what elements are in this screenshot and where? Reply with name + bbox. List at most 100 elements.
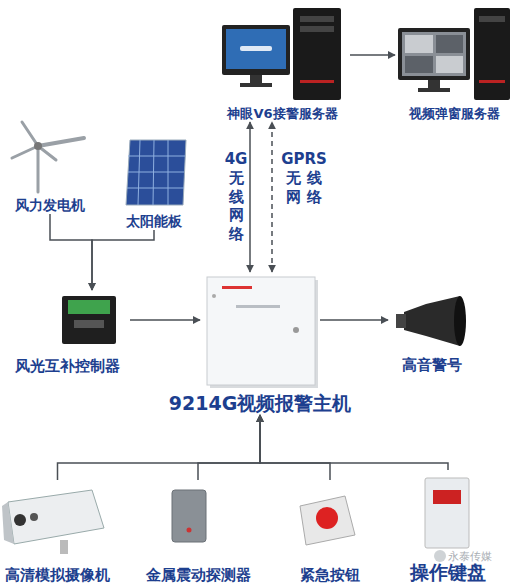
server-monitor: [222, 25, 290, 87]
detector-case: [172, 490, 206, 542]
connector: [50, 214, 92, 290]
turbine-pole: [37, 146, 40, 192]
button-base: [300, 496, 355, 545]
monitor-frame: [398, 28, 470, 80]
node-label: 操作键盘: [393, 561, 503, 584]
popup-monitor: [398, 28, 470, 92]
server-tower: [293, 8, 341, 100]
device-node: 紧急按钮: [285, 480, 375, 584]
drive-bay: [300, 26, 334, 32]
horn-mount: [396, 314, 406, 328]
device-node: 操作键盘: [393, 470, 503, 584]
wind-turbine: [12, 122, 84, 192]
device-node: 太阳能板: [118, 134, 190, 230]
video-tile: [405, 56, 433, 73]
button-cap: [316, 507, 338, 529]
vibration-detector: [172, 490, 206, 542]
edge-label: 4G 无 线 网 络: [224, 150, 248, 244]
keypad-case: [425, 478, 469, 548]
host-marking: [236, 305, 280, 308]
controller: [62, 296, 116, 344]
watermark: 永泰传媒: [448, 549, 492, 564]
turbine-blade: [12, 146, 38, 158]
connector: [260, 415, 330, 480]
camera-bracket: [60, 540, 68, 554]
connector: [198, 415, 260, 480]
tower-case: [474, 8, 510, 100]
connector: [271, 122, 273, 272]
device-node: 高音警号: [388, 288, 476, 374]
siren: [396, 296, 466, 346]
host-case: [207, 277, 315, 385]
monitor-base: [418, 88, 450, 92]
keypad-screen: [433, 490, 461, 504]
keypad: [425, 478, 469, 548]
node-label: 金属震动探测器: [138, 566, 258, 584]
device-node: 风光互补控制器: [5, 290, 130, 375]
horn-mouth: [454, 296, 466, 346]
drive-bay: [300, 16, 334, 22]
popup-tower: [474, 8, 510, 100]
connector: [260, 415, 448, 470]
alarm-host: [207, 277, 318, 388]
video-tile: [405, 35, 433, 53]
host-lock: [293, 327, 299, 333]
connector: [320, 319, 388, 321]
host-screw: [212, 294, 216, 298]
device-node: 高清模拟摄像机: [0, 480, 115, 584]
connector: [92, 230, 154, 290]
solar-panel: [126, 140, 186, 205]
panel-grid: [127, 140, 185, 205]
connector: [350, 54, 395, 56]
camera-ir: [30, 513, 38, 521]
controller-case: [62, 296, 116, 344]
monitor-frame: [222, 25, 290, 75]
emergency-button: [300, 496, 355, 545]
detector-led: [187, 528, 192, 533]
tower-badge: [300, 80, 334, 83]
node-label: 紧急按钮: [285, 566, 375, 584]
monitor-stand: [250, 75, 262, 83]
connector: [249, 122, 251, 272]
node-label: 高音警号: [388, 356, 476, 374]
controller-display: [74, 320, 104, 328]
horn-body: [404, 296, 460, 346]
wechat-bubble: [434, 550, 446, 562]
edge-label: GPRS 无 线 网 络: [279, 150, 329, 206]
server-node: 神眼V6接警服务器: [215, 0, 350, 122]
controller-panel: [68, 300, 110, 314]
camera-lens: [14, 514, 26, 526]
turbine-hub: [34, 142, 42, 150]
connector: [130, 319, 200, 321]
node-label: 高清模拟摄像机: [0, 566, 115, 584]
node-label: 风光互补控制器: [5, 357, 130, 375]
device-node: 金属震动探测器: [138, 480, 258, 584]
login-bar: [240, 46, 272, 51]
video-tile: [436, 56, 463, 73]
tower-badge: [479, 80, 505, 83]
turbine-blade: [22, 122, 38, 146]
monitor-stand: [428, 80, 440, 88]
camera-front: [2, 502, 14, 544]
tower-case: [293, 8, 341, 100]
device-node: 风力发电机: [5, 116, 95, 214]
watermark-icon: [434, 550, 446, 562]
host-brand: [222, 286, 252, 289]
camera-body: [8, 490, 104, 544]
node-label: 太阳能板: [118, 213, 190, 230]
monitor-screen: [226, 29, 286, 69]
host-node: 9214G视频报警主机: [200, 272, 320, 415]
panel: [126, 140, 186, 205]
monitor-base: [240, 83, 272, 87]
connector: [58, 415, 261, 480]
monitor-screen: [402, 32, 466, 76]
turbine-tail: [38, 138, 84, 146]
camera: [2, 490, 104, 554]
node-label: 9214G视频报警主机: [130, 392, 390, 415]
node-label: 神眼V6接警服务器: [215, 106, 350, 122]
node-label: 视频弹窗服务器: [395, 106, 513, 122]
server-node: 视频弹窗服务器: [395, 0, 513, 122]
